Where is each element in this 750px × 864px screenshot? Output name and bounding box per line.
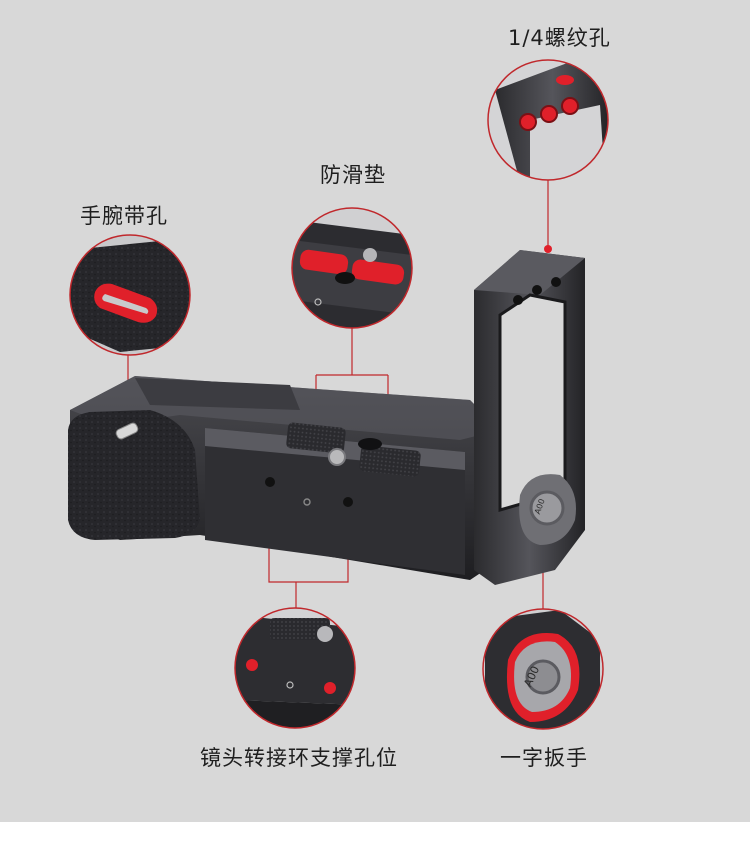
label-anti-slip-pad: 防滑垫	[320, 163, 386, 187]
label-thread-holes: 1/4螺纹孔	[508, 26, 611, 50]
bracket-base	[68, 376, 500, 580]
label-flat-wrench: 一字扳手	[500, 746, 588, 770]
callout-lens-support	[235, 608, 355, 728]
label-lens-support-holes: 镜头转接环支撑孔位	[200, 746, 398, 770]
wrench-knob	[519, 474, 576, 545]
callout-wrench	[483, 609, 603, 729]
callout-thread-holes	[488, 60, 608, 180]
label-wrist-strap-hole: 手腕带孔	[80, 204, 168, 228]
product-illustration	[68, 59, 609, 730]
callout-anti-slip	[292, 208, 412, 328]
callout-wrist-strap	[70, 235, 190, 355]
bracket-arm	[474, 245, 585, 585]
